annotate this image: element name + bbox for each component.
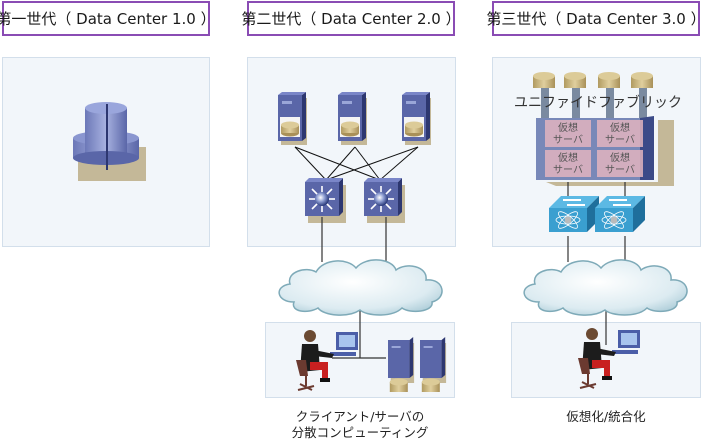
access-switch-icon xyxy=(548,195,600,233)
vs-label: サーバ xyxy=(605,134,635,146)
server-icon xyxy=(388,337,415,392)
vs-label: サーバ xyxy=(605,164,635,176)
gen1-title: 第一世代（ Data Center 1.0 ） xyxy=(0,1,216,36)
virtual-server-boxes xyxy=(545,120,643,177)
access-switch-icon xyxy=(594,195,646,233)
gen2-panel xyxy=(247,57,456,247)
gen3-caption-line1: 仮想化/統合化 xyxy=(566,409,646,424)
server-icon xyxy=(338,92,367,145)
gen1-title-text: 第一世代（ Data Center 1.0 ） xyxy=(0,10,216,28)
storage-disks xyxy=(533,72,653,124)
server-icon xyxy=(278,92,307,145)
gen2-title-text: 第二世代（ Data Center 2.0 ） xyxy=(241,10,461,28)
vs-label: サーバ xyxy=(553,164,583,176)
vs-label: 仮想 xyxy=(558,121,578,134)
network-cloud-icon xyxy=(278,259,443,316)
l3-switch-icon xyxy=(304,177,347,224)
gen2-caption-line2: 分散コンピューティング xyxy=(291,425,429,440)
gen3-caption: 仮想化/統合化 xyxy=(511,409,701,425)
l3-switch-icon xyxy=(363,177,406,224)
client-user-icon xyxy=(295,329,359,391)
network-cloud-icon xyxy=(523,259,688,316)
client-user-icon xyxy=(577,327,641,389)
server-icon xyxy=(402,92,431,145)
server-icon xyxy=(420,337,447,392)
gen3-title-text: 第三世代（ Data Center 3.0 ） xyxy=(486,10,702,28)
gen2-caption-line1: クライアント/サーバの xyxy=(295,409,425,424)
mesh-links xyxy=(294,146,419,181)
mainframe-icon xyxy=(73,102,146,181)
vs-label: 仮想 xyxy=(610,121,630,134)
gen2-title: 第二世代（ Data Center 2.0 ） xyxy=(241,1,461,36)
vs-label: 仮想 xyxy=(558,151,578,164)
gen2-caption: クライアント/サーバの 分散コンピューティング xyxy=(265,409,455,441)
gen3-title: 第三世代（ Data Center 3.0 ） xyxy=(486,1,702,36)
vs-label: 仮想 xyxy=(610,151,630,164)
unified-fabric-label: ユニファイドファブリック xyxy=(514,95,682,111)
virtual-server-labels: 仮想 サーバ 仮想 サーバ 仮想 サーバ 仮想 サーバ xyxy=(553,121,635,176)
vs-label: サーバ xyxy=(553,134,583,146)
